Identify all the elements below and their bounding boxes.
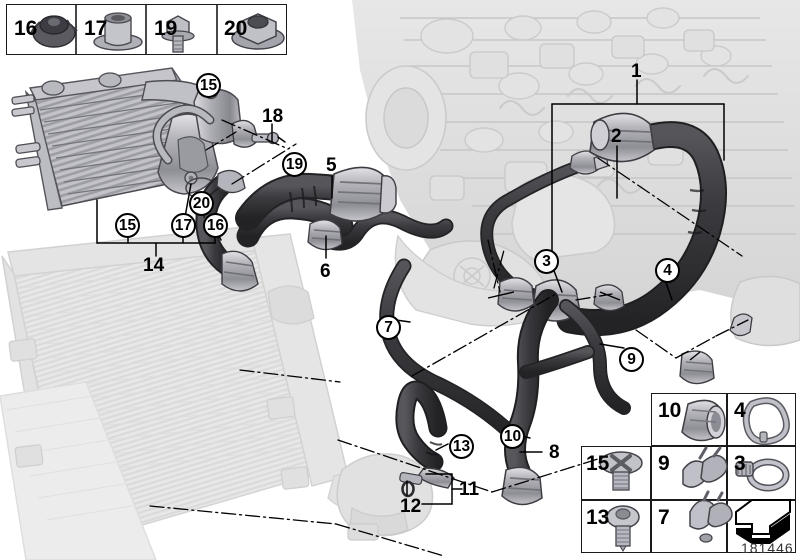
oil-cooler-assembly-14 — [11, 67, 243, 211]
callout-14: 14 — [143, 255, 165, 276]
pointer-arrows — [487, 291, 701, 361]
callout-7: 7 — [376, 315, 401, 340]
legend-number-20: 20 — [224, 17, 248, 40]
legend-number-17: 17 — [84, 17, 108, 40]
callout-11: 11 — [459, 479, 480, 500]
auxiliary-pump-ghost — [336, 453, 434, 541]
legend-number-19: 19 — [154, 17, 178, 40]
callout-10: 10 — [500, 424, 525, 449]
callout-9: 9 — [619, 347, 644, 372]
legend-number-4: 4 — [734, 399, 746, 422]
hose-retaining-clip-icon — [682, 446, 728, 488]
legend-cell-7 — [651, 500, 727, 553]
callout-5: 5 — [326, 155, 337, 176]
legend-number-7: 7 — [658, 506, 670, 529]
document-number: 181446 — [741, 540, 794, 556]
legend-cell-13 — [581, 500, 651, 553]
quick-connector-top — [589, 112, 655, 163]
callout-16: 16 — [203, 213, 228, 238]
callout-20: 20 — [189, 191, 214, 216]
torx-dome-head-bolt-icon — [606, 505, 640, 552]
hose-bracket-clip-icon — [689, 490, 733, 543]
hose-9 — [519, 299, 753, 415]
callout-18: 18 — [262, 106, 284, 127]
legend-cell-4 — [727, 393, 796, 446]
callout-15-bracket: 15 — [115, 213, 140, 238]
direction-arrow-icon — [735, 499, 791, 544]
phillips-pan-head-screw-icon — [599, 451, 643, 491]
spring-hose-clamp-icon — [742, 397, 790, 446]
splined-collar-grommet-icon — [30, 15, 78, 48]
callout-13: 13 — [449, 434, 474, 459]
legend-cell-10 — [651, 393, 727, 446]
quick-connect-coupling-icon — [681, 399, 726, 442]
callout-15-top: 15 — [196, 73, 221, 98]
worm-drive-hose-clamp-icon — [735, 458, 790, 492]
legend-number-16: 16 — [14, 17, 38, 40]
reference-lines-dashdot — [149, 119, 749, 557]
legend-number-15: 15 — [586, 452, 610, 475]
callout-17: 17 — [171, 213, 196, 238]
quick-connector-5 — [329, 166, 397, 222]
center-junction-couplings — [497, 277, 625, 312]
hex-flange-bolt-icon — [161, 15, 195, 53]
legend-number-9: 9 — [658, 452, 670, 475]
legend-cell-9 — [651, 446, 727, 500]
callout-6: 6 — [320, 261, 331, 282]
legend-number-10: 10 — [658, 399, 682, 422]
callout-12: 12 — [400, 496, 422, 517]
flanged-sleeve-bushing-icon — [93, 12, 143, 51]
callout-1: 1 — [631, 61, 642, 82]
legend-cell-15 — [581, 446, 651, 500]
hex-flange-nut-icon — [231, 13, 285, 50]
callout-2: 2 — [611, 126, 622, 147]
legend-number-3: 3 — [734, 452, 746, 475]
hose-5 — [235, 166, 397, 231]
hose-7 — [379, 258, 526, 448]
callout-19: 19 — [282, 152, 307, 177]
legend-number-13: 13 — [586, 506, 610, 529]
callout-4: 4 — [655, 258, 680, 283]
callout-8: 8 — [549, 442, 560, 463]
hose-13-assembly — [395, 380, 455, 498]
callout-3: 3 — [534, 249, 559, 274]
